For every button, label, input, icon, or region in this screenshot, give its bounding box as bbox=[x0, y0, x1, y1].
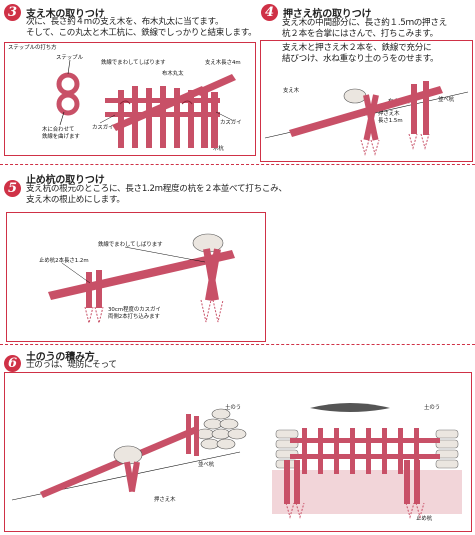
step4-label-support: 支え木 bbox=[283, 88, 300, 94]
section-divider-2 bbox=[0, 344, 475, 345]
step4-label-hold-stake: 押さえ木 長さ1.5m bbox=[378, 111, 403, 124]
step3-label-wire-tie: 鉄線でまわしてしばります bbox=[101, 60, 166, 66]
step3-title: 支え木の取りつけ bbox=[26, 9, 105, 20]
step6-label-hold-wood: 押さえ木 bbox=[154, 497, 176, 503]
step3-line-1: 次に、長さ約４mの支え木を、布木丸太に当てます。 bbox=[26, 17, 224, 27]
step5-label-stop-stake: 止め杭2本長さ1.2m bbox=[39, 258, 89, 264]
step6-line-1: 土のうは、堤防にそって bbox=[26, 360, 117, 370]
step3-number-badge: 3 bbox=[4, 4, 21, 21]
step6-label-sandbag-left: 土のう bbox=[225, 405, 242, 411]
step5-line-2: 支え木の根止めにします。 bbox=[26, 195, 125, 205]
step5-stop-stake-illustration bbox=[48, 233, 235, 324]
step3-label-wood-stake: 木杭 bbox=[213, 146, 224, 152]
staple-detail-icon bbox=[56, 59, 80, 126]
step3-line-2: そして、この丸太と木工杭に、鉄線でしっかりと結束します。 bbox=[26, 28, 257, 38]
step4-number-badge: 4 bbox=[261, 4, 278, 21]
step4-line-2: 杭２本を合掌にはさんで、打ちこみます。 bbox=[282, 29, 438, 39]
step3-fence-illustration bbox=[99, 74, 236, 148]
step3-label-kasugai-left: カスガイ bbox=[92, 125, 114, 131]
step3-label-kasugai-right: カスガイ bbox=[220, 120, 242, 126]
step6-label-sandbag-right: 土のう bbox=[424, 405, 441, 411]
step6-number-badge: 6 bbox=[4, 355, 21, 372]
section-divider-1 bbox=[0, 164, 475, 165]
step6-label-stop-stake: 止め杭 bbox=[416, 516, 433, 522]
step6-title: 土のうの積み方 bbox=[26, 352, 95, 363]
step4-line-3: 支え木と押さえ木２本を、鉄線で充分に bbox=[282, 43, 432, 53]
step3-label-support-length: 支え木長さ4m bbox=[205, 60, 241, 66]
step5-line-1: 支え杭の根元のところに、長さ1.2m程度の杭を２本並べて打ちこみ、 bbox=[26, 184, 287, 194]
step6-front-view-illustration bbox=[272, 403, 462, 519]
step4-label-parallel-stake: 並べ杭 bbox=[438, 97, 455, 103]
step6-label-parallel-stake: 並べ杭 bbox=[198, 462, 215, 468]
step5-title: 止め杭の取りつけ bbox=[26, 175, 105, 186]
step3-label-cross-timber: 布木丸太 bbox=[162, 71, 184, 77]
step5-label-kasugai-note: 30cm程度のカスガイ 両側2本打ち込みます bbox=[108, 307, 161, 320]
step5-number-badge: 5 bbox=[4, 180, 21, 197]
step3-label-staple: ステップル bbox=[56, 55, 83, 61]
step4-support-illustration bbox=[264, 81, 469, 156]
step3-label-wire-note: 木に合わせて 鉄線を曲げます bbox=[42, 127, 80, 140]
step6-sandbag-side-illustration bbox=[11, 408, 247, 501]
step5-label-wire-tie: 鉄線でまわしてしばります bbox=[98, 242, 163, 248]
step4-title: 押さえ杭の取りつけ bbox=[283, 9, 372, 20]
step4-line-4: 結びつけ、水ね重なり土のうをのせます。 bbox=[282, 54, 439, 64]
step3-label-staple-howto: ステップルの打ち方 bbox=[8, 45, 57, 51]
step4-line-1: 支え木の中間部分に、長さ約１.5ｍの押さえ bbox=[282, 18, 447, 28]
